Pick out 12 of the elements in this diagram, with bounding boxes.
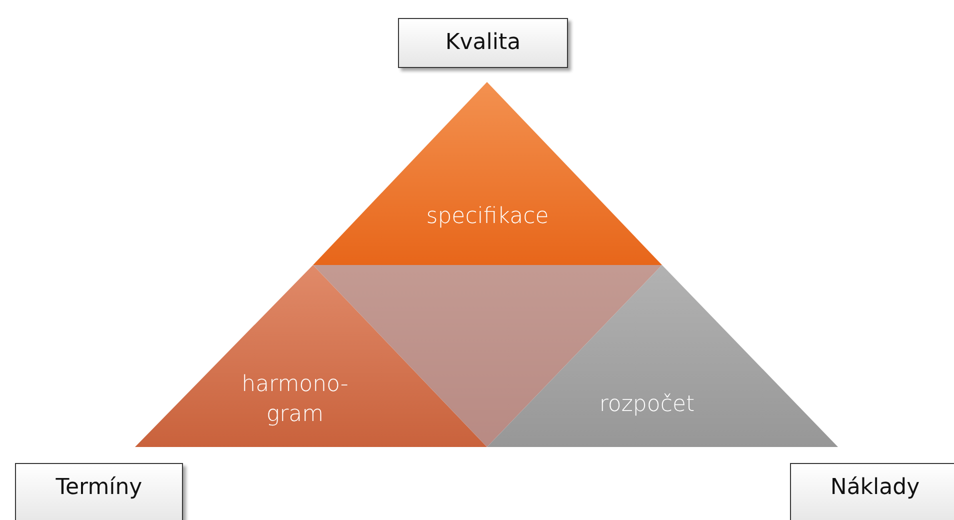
segment-label: rozpočet — [598, 391, 696, 419]
triangle-segment — [313, 82, 662, 265]
corner-label: Náklady — [829, 475, 921, 500]
corner-label: Termíny — [54, 475, 144, 500]
triangle-segment — [487, 265, 838, 447]
label-box — [15, 463, 183, 520]
label-box — [790, 463, 954, 520]
segment-label: specifikace — [425, 203, 550, 231]
label-box — [398, 18, 568, 68]
segment-label: harmono- gram — [240, 371, 350, 429]
triangle-segment — [135, 265, 487, 447]
corner-label: Kvalita — [444, 30, 522, 55]
